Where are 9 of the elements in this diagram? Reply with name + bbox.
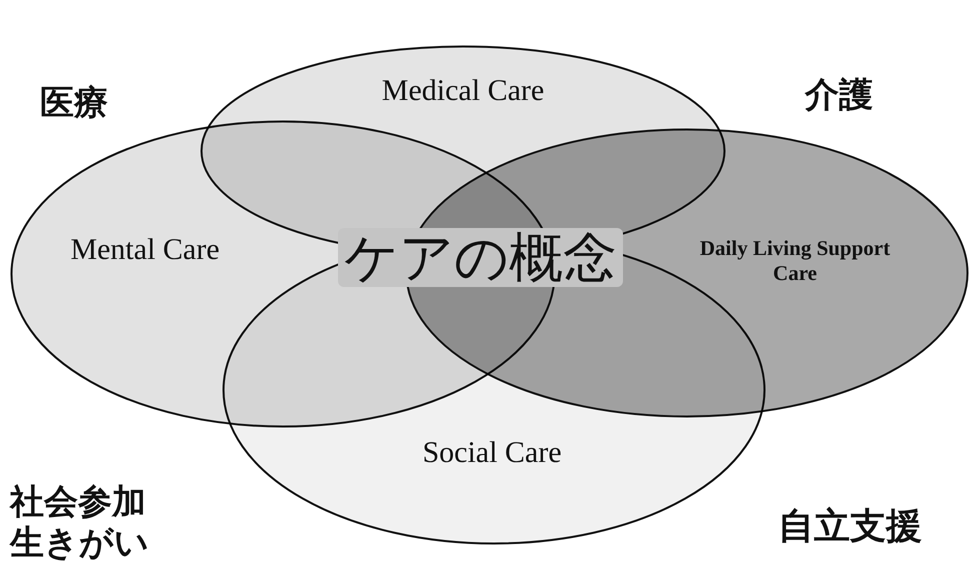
category-label: 自立支援: [778, 505, 922, 549]
category-label: 介護: [805, 74, 873, 117]
category-label: 医療: [40, 82, 108, 125]
category-label: 社会参加生きがい: [10, 482, 150, 564]
ellipse-label: Daily Living Support Care: [698, 236, 892, 286]
center-title: ケアの概念: [338, 228, 623, 288]
ellipse-label: Mental Care: [70, 232, 220, 268]
ellipse-label: Medical Care: [380, 73, 546, 109]
ellipse-label: Social Care: [421, 435, 563, 471]
